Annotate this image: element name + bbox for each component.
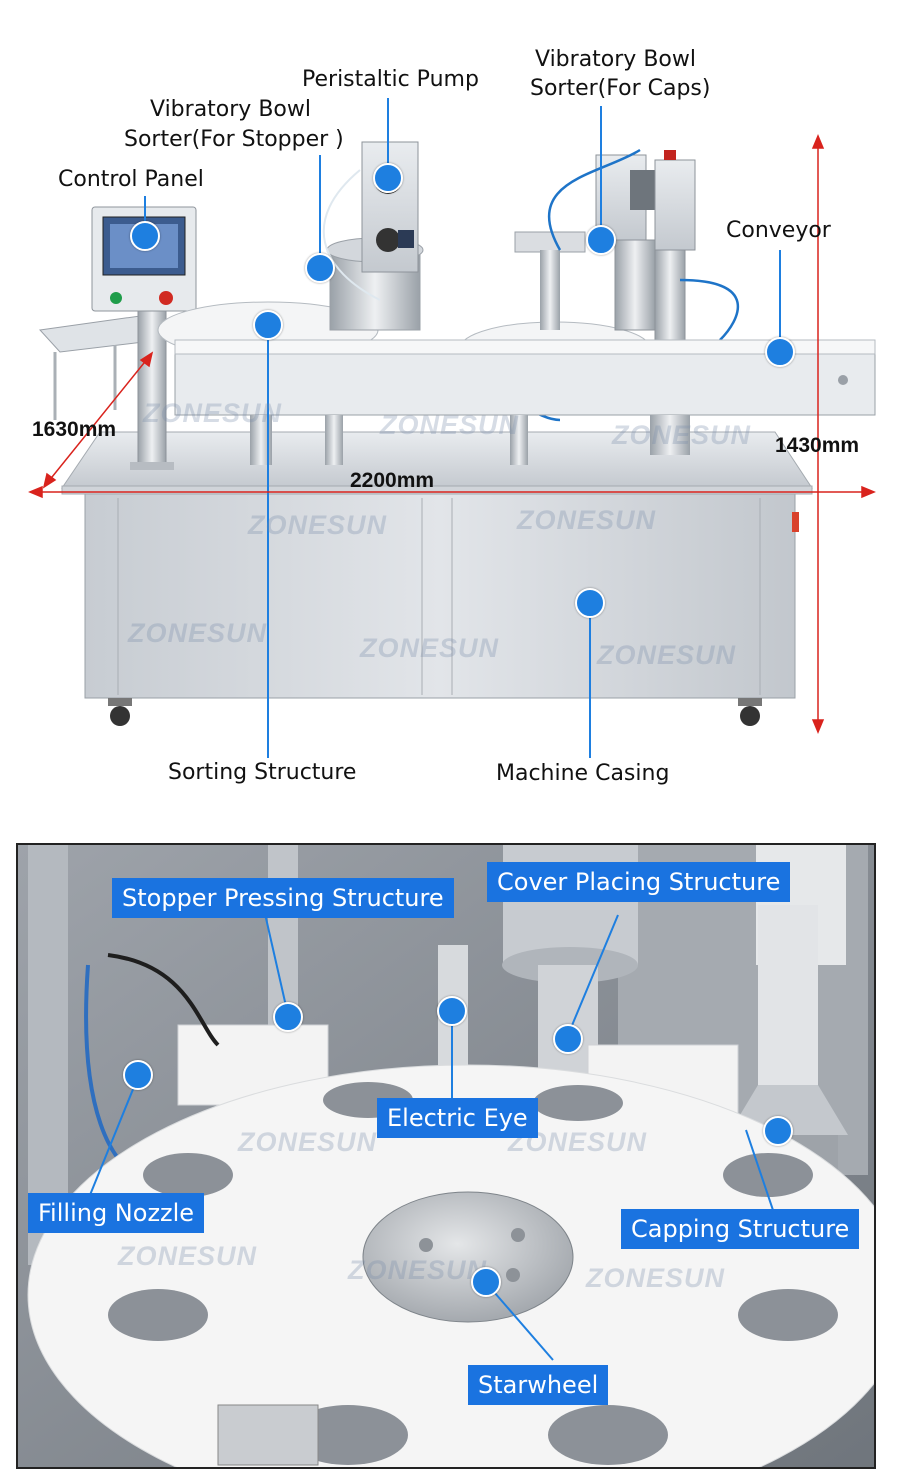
- stopper-pressing-marker: [273, 1002, 303, 1032]
- watermark: ZONESUN: [517, 505, 657, 535]
- dimension-lines: [28, 134, 876, 734]
- watermark: ZONESUN: [348, 1255, 488, 1285]
- bowl-caps-marker: [586, 225, 616, 255]
- capping-marker: [763, 1116, 793, 1146]
- stopper-pressing-label: Stopper Pressing Structure: [112, 878, 454, 918]
- detail-photo-panel: ZONESUN ZONESUN ZONESUN ZONESUN ZONESUN …: [16, 843, 876, 1469]
- watermark: ZONESUN: [238, 1127, 378, 1157]
- control-panel-label: Control Panel: [58, 167, 204, 192]
- filling-nozzle-label: Filling Nozzle: [28, 1193, 205, 1233]
- capping-label: Capping Structure: [621, 1209, 860, 1249]
- watermark: ZONESUN: [612, 420, 752, 450]
- machine-cabinet: [84, 489, 796, 699]
- cover-placing-marker: [553, 1024, 583, 1054]
- depth-dimension: 1630mm: [32, 418, 117, 441]
- peristaltic-pump-tower: [361, 141, 419, 273]
- width-dimension: 2200mm: [350, 469, 435, 492]
- filling-nozzle-marker: [123, 1060, 153, 1090]
- sorting-structure-label: Sorting Structure: [168, 760, 357, 785]
- conveyor-label: Conveyor: [726, 218, 831, 243]
- electric-eye-label: Electric Eye: [377, 1098, 538, 1138]
- conveyor-marker: [765, 337, 795, 367]
- watermark: ZONESUN: [380, 410, 520, 440]
- watermark: ZONESUN: [597, 640, 737, 670]
- watermark: ZONESUN: [143, 398, 283, 428]
- watermark: ZONESUN: [360, 633, 500, 663]
- bowl-caps-label-line2: Sorter(For Caps): [530, 76, 711, 101]
- machine-illustration: [28, 98, 876, 758]
- bowl-caps-label-line1: Vibratory Bowl: [535, 47, 696, 72]
- watermark: ZONESUN: [586, 1263, 726, 1293]
- bowl-stopper-marker: [305, 253, 335, 283]
- height-dimension: 1430mm: [775, 434, 860, 457]
- caster-wheel-left: [108, 698, 132, 726]
- starwheel-label: Starwheel: [468, 1365, 609, 1405]
- peristaltic-pump-label: Peristaltic Pump: [302, 67, 479, 92]
- electric-eye-marker: [437, 996, 467, 1026]
- machine-casing-label: Machine Casing: [496, 761, 670, 786]
- bowl-stopper-label-line1: Vibratory Bowl: [150, 97, 311, 122]
- starwheel-marker: [471, 1267, 501, 1297]
- watermark: ZONESUN: [128, 618, 268, 648]
- machine-casing-marker: [575, 588, 605, 618]
- bowl-stopper-label-line2: Sorter(For Stopper ): [124, 127, 344, 152]
- leader-lines: [144, 98, 781, 758]
- control-panel-marker: [130, 221, 160, 251]
- peristaltic-pump-marker: [373, 163, 403, 193]
- sorting-structure-marker: [253, 310, 283, 340]
- cover-placing-label: Cover Placing Structure: [487, 862, 791, 902]
- caster-wheel-right: [738, 698, 762, 726]
- watermark: ZONESUN: [248, 510, 388, 540]
- center-plate: [362, 1191, 574, 1323]
- watermark: ZONESUN: [118, 1241, 258, 1271]
- detail-illustration: [18, 845, 874, 1467]
